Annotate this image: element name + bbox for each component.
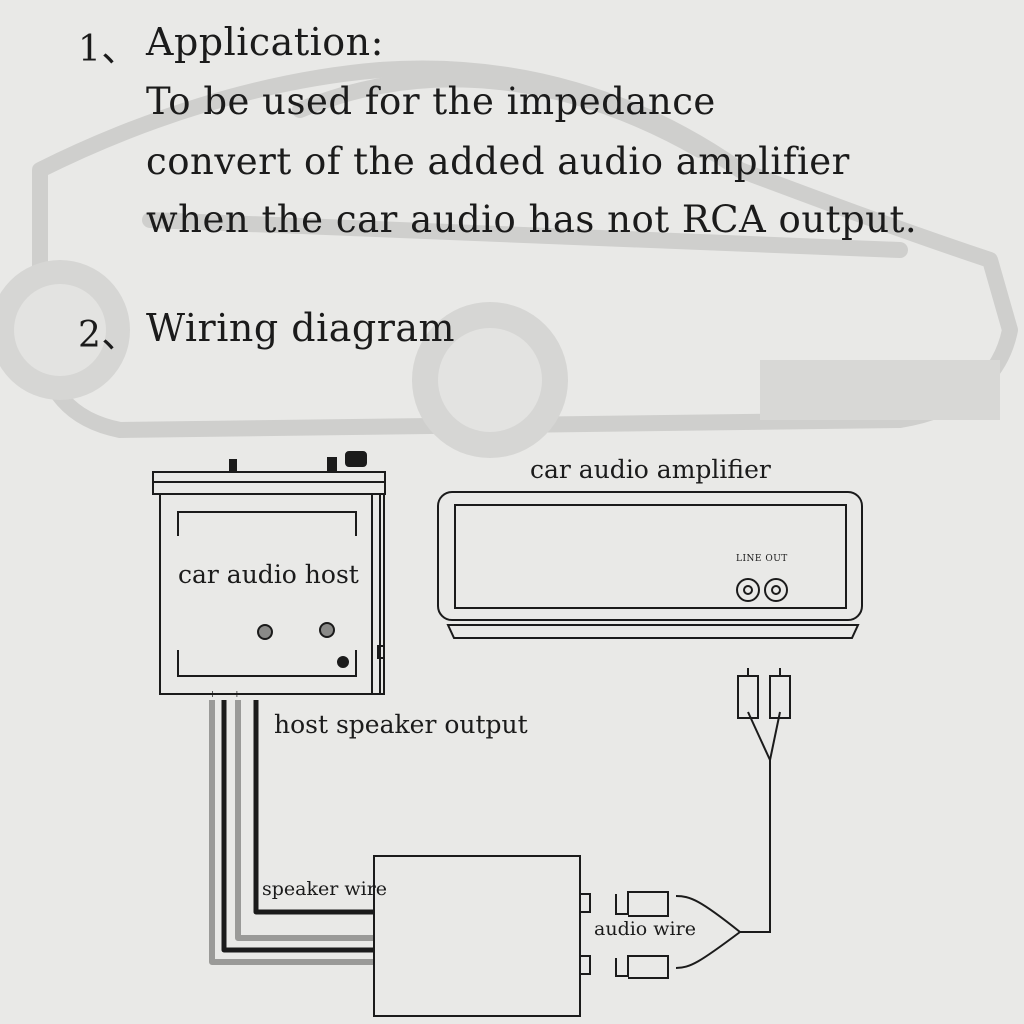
car-audio-host-label: car audio host (178, 560, 359, 589)
host-terminal-markings: — + — + (196, 690, 242, 700)
application-line-1: To be used for the impedance (146, 80, 716, 123)
section-2-number: 2、 (78, 315, 138, 356)
application-line-3: when the car audio has not RCA output. (146, 198, 918, 241)
car-audio-amplifier-label: car audio amplifier (530, 455, 771, 484)
line-out-rca-jacks (736, 578, 788, 602)
section-2-title: Wiring diagram (146, 306, 456, 350)
audio-wire (615, 668, 791, 979)
audio-wire-label: audio wire (594, 918, 696, 940)
speaker-wire-label: speaker wire (262, 878, 388, 900)
section-1-title: Application: (146, 20, 384, 64)
section-1-number: 1、 (78, 29, 138, 70)
host-speaker-output-label: host speaker output (274, 710, 528, 739)
car-audio-host (152, 451, 386, 695)
application-line-2: convert of the added audio amplifier (146, 140, 850, 183)
background-car-illustration (0, 60, 1018, 458)
line-out-label: LINE OUT (736, 554, 788, 564)
speaker-wires (209, 700, 378, 965)
car-audio-amplifier (437, 491, 863, 639)
impedance-converter-box (373, 855, 591, 1017)
